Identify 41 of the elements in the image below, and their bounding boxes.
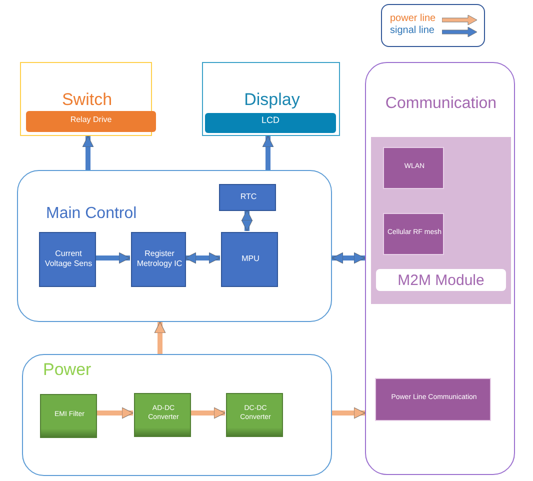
arrow [95, 252, 130, 264]
main-control-panel [17, 170, 332, 322]
box-label: MPU [240, 252, 260, 264]
module-bar [205, 113, 336, 133]
arrow [332, 407, 366, 419]
arrow [241, 210, 253, 232]
group-title: Power [43, 359, 92, 381]
box-label: Current Voltage Sens [44, 248, 94, 270]
module-title: M2M Module [376, 269, 506, 291]
box-label: LCD [260, 114, 280, 128]
process-box [40, 394, 97, 438]
communication-panel [365, 62, 515, 475]
module-box [383, 213, 444, 255]
box-label: Relay Drive [69, 114, 113, 126]
arrow [82, 136, 94, 170]
process-box [39, 232, 96, 287]
arrow [96, 407, 134, 419]
arrow [154, 322, 166, 354]
process-box [221, 232, 278, 287]
group-title: Switch [60, 89, 114, 111]
group-title: Main Control [46, 204, 138, 224]
legend-label: power line [390, 13, 436, 24]
process-box [226, 393, 283, 437]
process-box [131, 232, 186, 287]
group-title: Communication [384, 94, 498, 114]
arrow [262, 136, 274, 170]
display-panel [202, 62, 340, 136]
arrow [190, 407, 226, 419]
module-area [371, 137, 511, 304]
process-box [134, 393, 191, 437]
module-box [375, 378, 491, 421]
box-label: RTC [239, 190, 258, 202]
box-label: Register Metrology IC [136, 248, 184, 270]
process-box [219, 184, 276, 211]
arrow [184, 252, 220, 264]
group-title: Display [243, 89, 301, 111]
legend-label: signal line [390, 25, 434, 36]
power-panel [22, 354, 332, 476]
module-box [383, 147, 444, 189]
arrow [332, 252, 366, 264]
module-bar [26, 111, 156, 132]
